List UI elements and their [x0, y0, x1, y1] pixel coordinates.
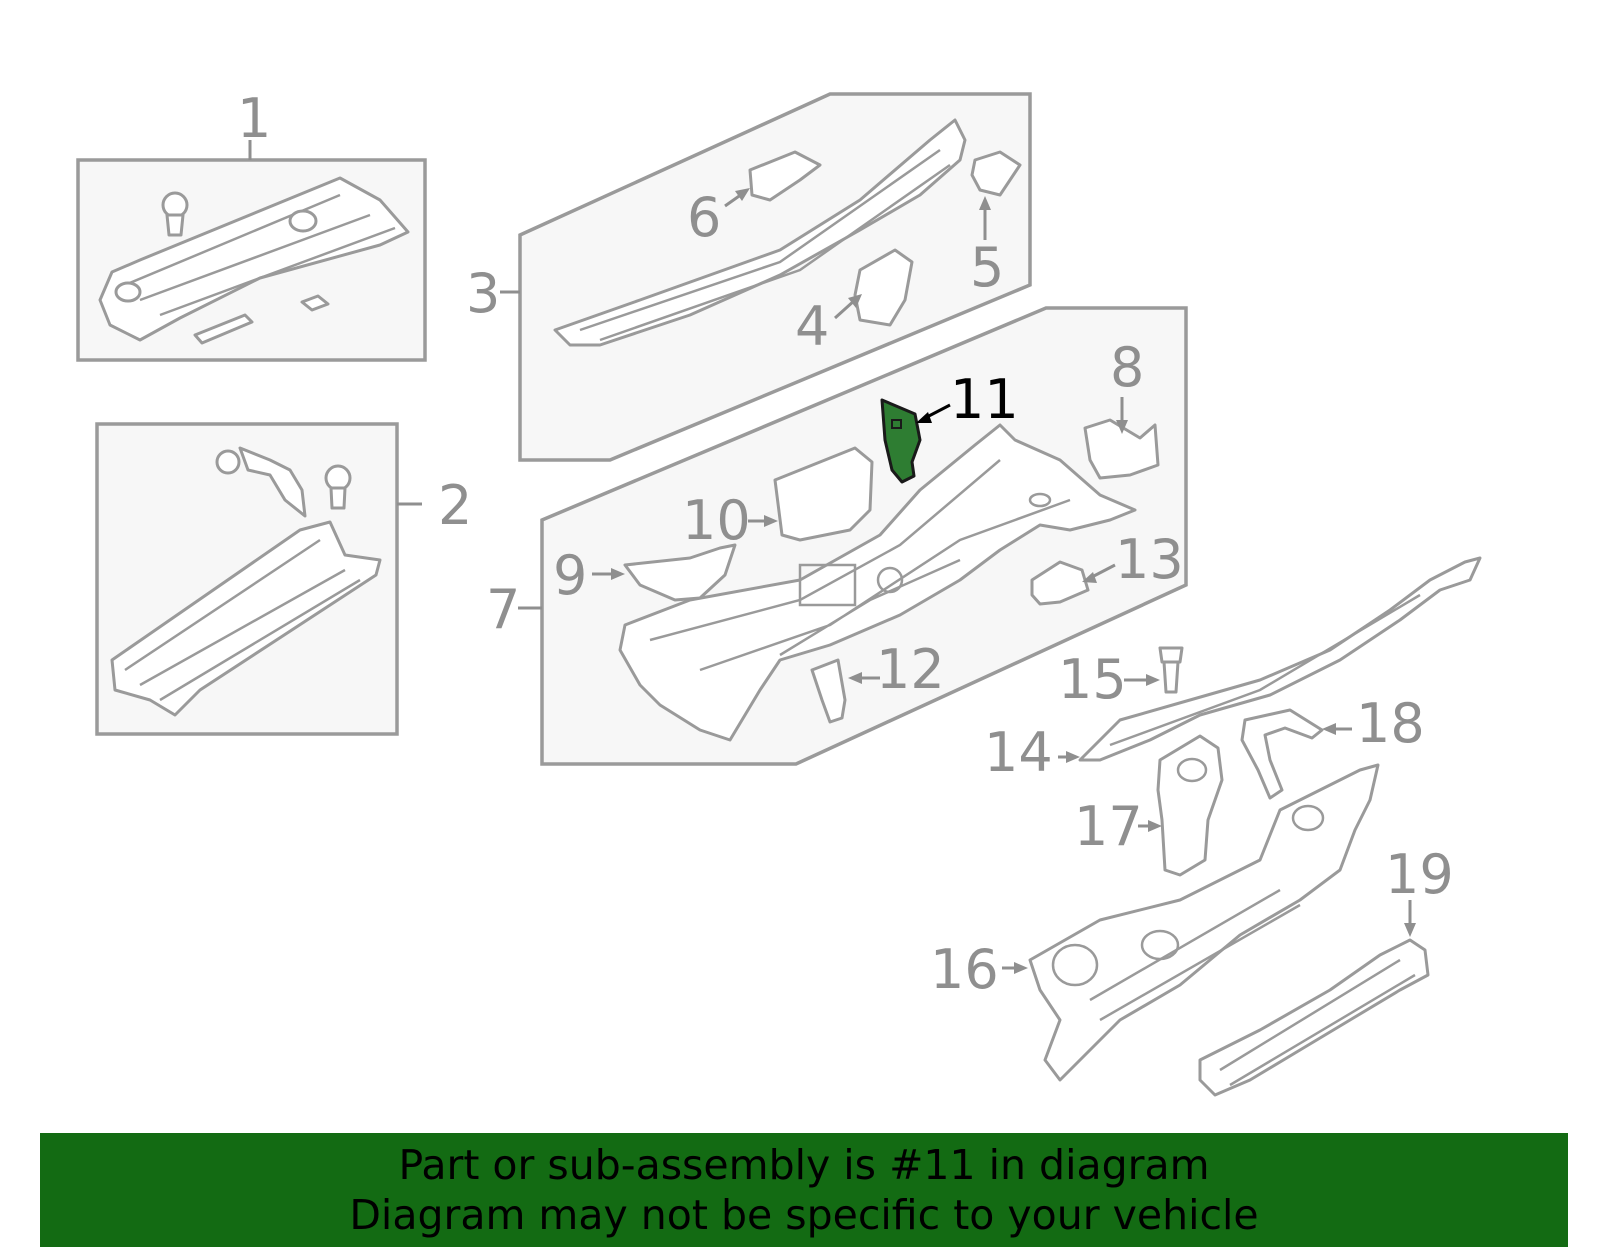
- callout-labels: 1 2 3 4 5 6 7 8 9 10 11 12 13 14 15 16 1…: [237, 87, 1454, 1001]
- part-bracket-12[interactable]: [810, 658, 847, 724]
- callout-8: 8: [1110, 336, 1144, 399]
- assembly-box-7: [518, 306, 1188, 766]
- part-cowl-upper-panel[interactable]: [553, 118, 967, 347]
- part-dash-panel-16[interactable]: [1028, 763, 1380, 1082]
- callout-18: 18: [1356, 692, 1425, 755]
- callout-10: 10: [682, 489, 751, 552]
- part-clip-fastener-2[interactable]: [215, 446, 307, 518]
- part-cowl-cross-rail-14[interactable]: [1078, 556, 1482, 762]
- leader-lines: [592, 188, 1416, 974]
- callout-11-highlighted: 11: [950, 368, 1019, 431]
- assembly-box-2: [95, 422, 422, 736]
- part-bolt-15[interactable]: [1158, 646, 1184, 694]
- callout-17: 17: [1074, 795, 1143, 858]
- part-cowl-top-panel[interactable]: [98, 176, 410, 342]
- part-clip-fastener-1[interactable]: [161, 191, 189, 237]
- callout-3: 3: [466, 262, 500, 325]
- info-banner: Part or sub-assembly is #11 in diagram D…: [40, 1133, 1568, 1247]
- callout-7: 7: [486, 578, 520, 641]
- assembly-box-1: [76, 140, 427, 362]
- part-lower-cross-member-19[interactable]: [1198, 938, 1430, 1097]
- callout-14: 14: [984, 721, 1053, 784]
- callout-19: 19: [1385, 843, 1454, 906]
- callout-6: 6: [687, 186, 721, 249]
- part-dash-cross-member[interactable]: [618, 423, 1137, 742]
- callout-1: 1: [237, 87, 271, 150]
- callout-5: 5: [970, 236, 1004, 299]
- part-insulator-18[interactable]: [1240, 708, 1324, 800]
- callout-13: 13: [1115, 528, 1184, 591]
- callout-9: 9: [553, 544, 587, 607]
- part-cowl-side-panel[interactable]: [110, 520, 382, 717]
- part-seal-strip-1[interactable]: [193, 313, 254, 345]
- callout-2: 2: [438, 474, 472, 537]
- callout-15: 15: [1058, 648, 1127, 711]
- part-pad-1[interactable]: [300, 294, 330, 312]
- part-bracket-10[interactable]: [773, 446, 874, 542]
- part-bracket-6[interactable]: [748, 150, 822, 202]
- assembly-box-3: [500, 92, 1032, 462]
- part-bracket-13[interactable]: [1030, 560, 1090, 606]
- callout-16: 16: [930, 938, 999, 1001]
- banner-line-disclaimer: Diagram may not be specific to your vehi…: [349, 1191, 1259, 1239]
- part-bolt-fastener-2[interactable]: [324, 464, 352, 510]
- part-clip-5[interactable]: [970, 150, 1022, 197]
- banner-line-part-number: Part or sub-assembly is #11 in diagram: [398, 1141, 1210, 1189]
- part-bracket-9[interactable]: [623, 543, 737, 602]
- part-reinforcement-17[interactable]: [1156, 734, 1224, 877]
- callout-4: 4: [795, 295, 829, 358]
- callout-12: 12: [876, 638, 945, 701]
